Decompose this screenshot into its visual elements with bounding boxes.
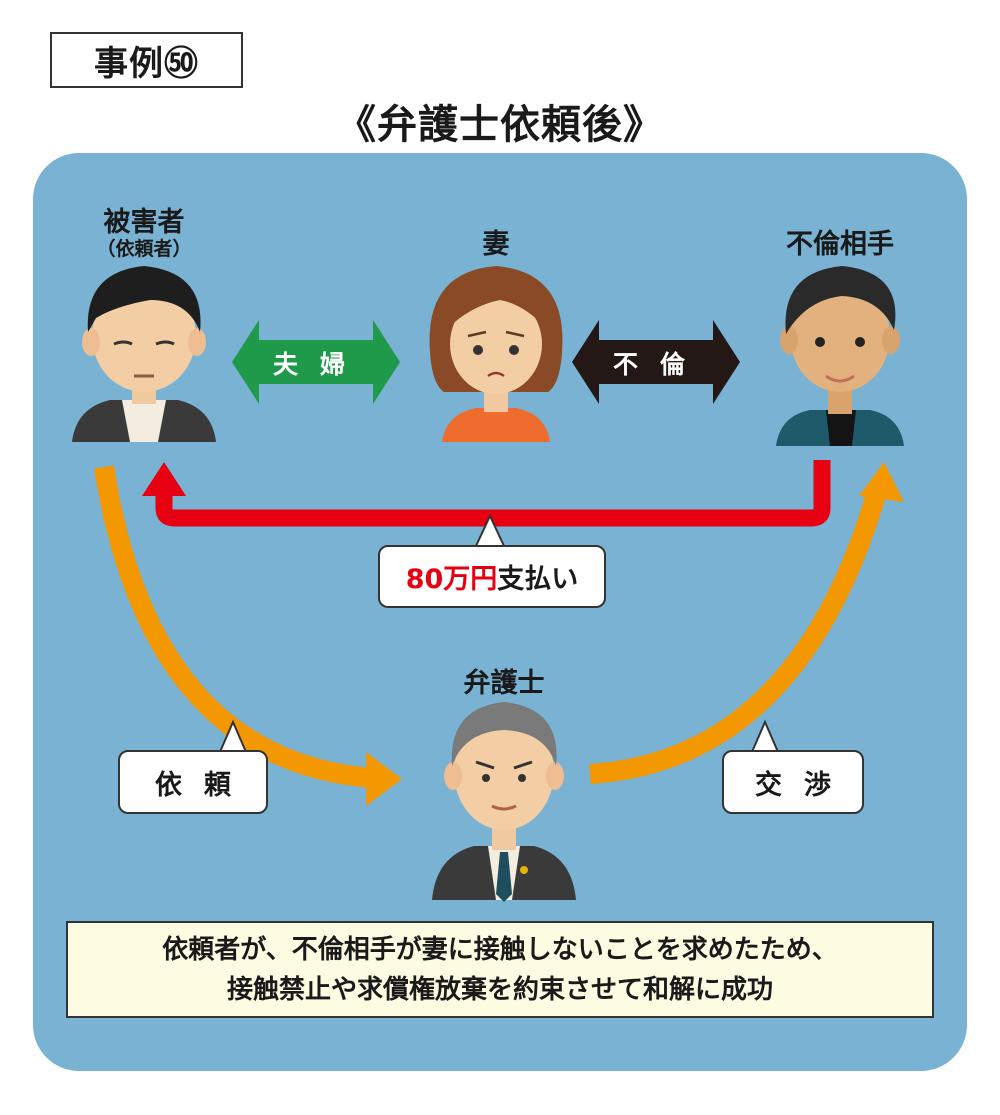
request-text: 依頼 [155, 769, 253, 801]
request-flow-arrow [94, 465, 373, 788]
partner-figure [776, 266, 904, 446]
victim-sublabel: （依頼者） [96, 238, 192, 260]
payment-text: 支払い [497, 564, 579, 595]
payment-arrow [155, 460, 831, 527]
payment-arrowhead [142, 462, 186, 496]
summary-line-2: 接触禁止や求償権放棄を約束させて和解に成功 [226, 974, 773, 1005]
wife-label: 妻 [482, 229, 510, 260]
negotiation-text: 交渉 [755, 769, 853, 801]
negotiation-callout: 交渉 [722, 750, 864, 814]
negotiation-callout-tail [750, 719, 780, 753]
page-title: 《弁護士依頼後》 [336, 102, 664, 148]
partner-label: 不倫相手 [786, 229, 894, 260]
wife-figure [429, 266, 563, 442]
victim-figure [72, 266, 216, 442]
request-callout: 依頼 [118, 750, 268, 814]
summary-line-1: 依頼者が、不倫相手が妻に接触しないことを求めたため、 [162, 934, 838, 965]
request-flow-arrowhead [366, 752, 402, 806]
payment-callout: 80万円支払い [378, 545, 606, 608]
lawyer-figure [432, 702, 576, 902]
couple-arrow [232, 320, 400, 404]
affair-label: 不倫 [612, 350, 707, 379]
case-label: 事例㊿ [50, 32, 243, 88]
couple-label: 夫婦 [272, 350, 367, 379]
negotiation-flow-arrowhead [859, 462, 904, 502]
affair-arrow [572, 320, 740, 404]
payment-amount: 80万円 [405, 564, 498, 595]
victim-label: 被害者 [103, 207, 185, 238]
summary-box: 依頼者が、不倫相手が妻に接触しないことを求めたため、 接触禁止や求償権放棄を約束… [66, 921, 934, 1018]
lawyer-label: 弁護士 [463, 668, 545, 699]
negotiation-flow-arrow [589, 485, 888, 784]
